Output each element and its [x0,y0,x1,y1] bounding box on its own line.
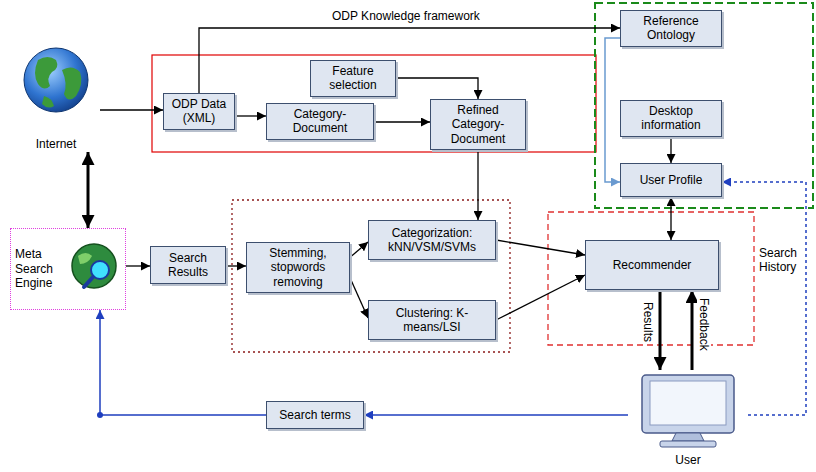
node-text: Category-Document [272,107,368,136]
odp-region [152,55,596,152]
connector-arrow [100,109,163,110]
profile-region [595,3,813,208]
connector-arrow [199,28,620,93]
connector-arrow [670,137,671,163]
node-text: Categorization: kNN/VSM/SVMs [374,226,490,255]
monitor-icon [642,375,734,447]
edge-label: Feedback [697,296,711,353]
process-box: Recommender [585,240,719,290]
connector-arrow [477,150,478,220]
node-text: Meta Search Engine [15,247,67,290]
edge-label: Results [641,300,655,344]
node-text: Recommender [613,258,692,272]
connector-arrow [605,38,620,182]
internet-globe: Internet [12,40,100,152]
connector-arrow [350,278,368,318]
process-box: Feature selection [310,60,396,97]
process-box: Search terms [266,401,364,429]
connector-arrow [496,275,585,320]
node-text: Reference Ontology [626,14,716,43]
connector-arrow [364,414,628,416]
search-engine-icon [72,244,116,288]
globe-icon [24,48,88,112]
process-box: Stemming, stopwords removing [246,242,350,293]
process-box: Reference Ontology [620,10,722,47]
connector-arrow [126,265,150,266]
connector-arrow [100,310,266,415]
process-box: Desktop information [620,100,722,137]
edge-label: ODP Knowledge framework [330,9,482,23]
connector-arrow [87,152,90,228]
connector-arrow [659,290,662,370]
node-text: Search Results [156,251,220,280]
process-box: User Profile [620,163,722,197]
engine-region: Meta Search Engine [10,228,126,310]
node-text: Stemming, stopwords removing [252,246,344,289]
node-text: User [675,453,700,467]
node-text: Internet [36,137,77,151]
connector-arrow [496,240,585,255]
connector-arrow [235,115,266,116]
connector-arrow [350,242,368,257]
node-text: Clustering: K-means/LSI [374,306,490,335]
process-box: Categorization: kNN/VSM/SVMs [368,220,496,260]
process-box: Refined Category-Document [430,99,526,150]
node-text: Desktop information [626,104,716,133]
connector-arrow [691,290,694,370]
connector-arrow [226,265,246,266]
node-text: Search terms [279,408,350,422]
process-box: Search Results [150,246,226,284]
process-box: Clustering: K-means/LSI [368,300,496,340]
connector-arrow [722,182,806,415]
node-text: User Profile [640,173,703,187]
node-text: Refined Category-Document [436,103,520,146]
process-box: ODP Data (XML) [163,93,235,130]
edge-label: Search History [757,246,805,275]
node-text: ODP Data (XML) [169,97,229,126]
connector-arrow [396,78,478,99]
connector-arrow [374,121,430,122]
connector-arrow [670,197,671,240]
process-box: Category-Document [266,103,374,140]
node-text: Feature selection [316,64,390,93]
user-terminal: User [628,370,748,468]
processing-region [232,200,510,352]
